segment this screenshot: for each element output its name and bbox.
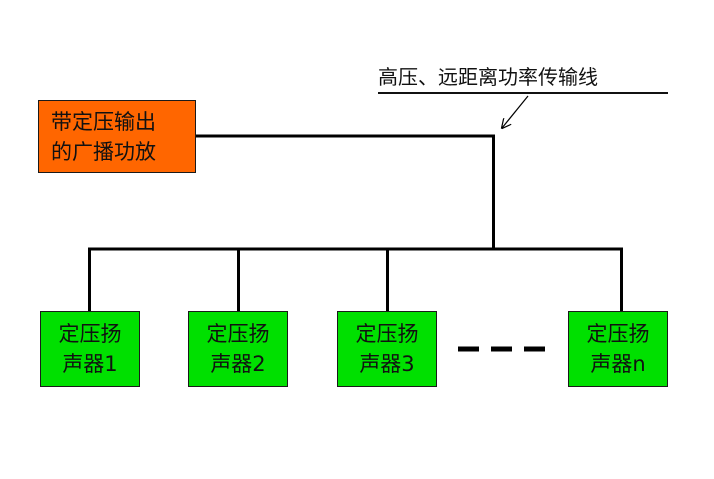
speaker-1-label-line-1: 定压扬 xyxy=(58,322,122,346)
speaker-n-label-line-2: 声器n xyxy=(590,352,646,376)
speaker-box-2: 定压扬 声器2 xyxy=(188,311,288,387)
amplifier-box: 带定压输出 的广播功放 xyxy=(38,100,196,173)
speaker-box-3: 定压扬 声器3 xyxy=(337,311,437,387)
speaker-box-n: 定压扬 声器n xyxy=(568,311,668,387)
amplifier-label-line-2: 的广播功放 xyxy=(51,139,156,164)
label-underline xyxy=(378,92,668,94)
speaker-1-label-line-2: 声器1 xyxy=(62,352,118,376)
speaker-box-1: 定压扬 声器1 xyxy=(40,311,140,387)
speaker-n-label-line-1: 定压扬 xyxy=(586,322,650,346)
speaker-3-label-line-1: 定压扬 xyxy=(355,322,419,346)
transmission-line-label: 高压、远距离功率传输线 xyxy=(378,65,598,89)
callout-arrow xyxy=(502,95,529,128)
amplifier-label-line-1: 带定压输出 xyxy=(51,109,156,134)
speaker-2-label-line-1: 定压扬 xyxy=(206,322,270,346)
speaker-2-label-line-2: 声器2 xyxy=(210,352,266,376)
speaker-3-label-line-2: 声器3 xyxy=(359,352,415,376)
